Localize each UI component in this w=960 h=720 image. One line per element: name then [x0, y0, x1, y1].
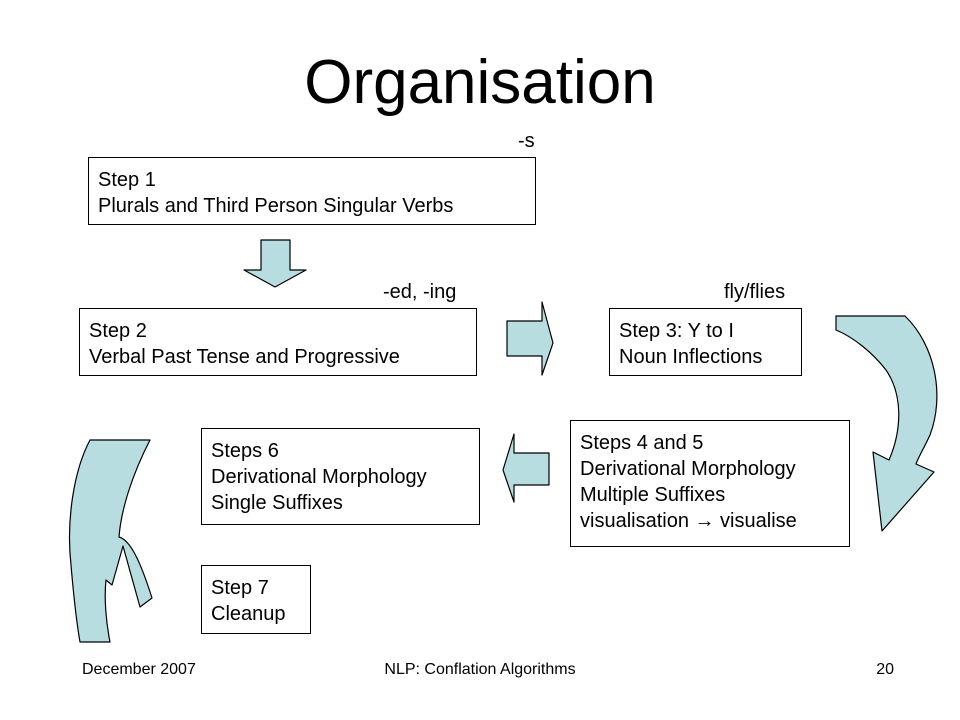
step45-heading: Steps 4 and 5 — [580, 432, 704, 454]
step1-heading: Step 1 — [98, 169, 156, 191]
step1-box: Step 1 Plurals and Third Person Singular… — [88, 157, 536, 225]
curved-arrow-step3-to-step45 — [835, 315, 938, 532]
step45-example: visualisation → visualise — [580, 510, 797, 532]
step45-description: Derivational Morphology — [580, 458, 796, 480]
step1-description: Plurals and Third Person Singular Verbs — [98, 195, 454, 217]
step7-description: Cleanup — [211, 603, 286, 625]
step7-heading: Step 7 — [211, 577, 269, 599]
footer-page-number: 20 — [876, 661, 894, 678]
down-arrow — [243, 239, 307, 288]
curved-arrow-step6-to-step7 — [68, 439, 153, 643]
step6-heading: Steps 6 — [211, 440, 279, 462]
step45-detail: Multiple Suffixes — [580, 484, 726, 506]
footer-date: December 2007 — [82, 661, 196, 678]
step45-box: Steps 4 and 5 Derivational Morphology Mu… — [570, 420, 850, 547]
left-arrow-step45-to-step6 — [502, 433, 550, 503]
step3-example-label: fly/flies — [724, 281, 786, 303]
step2-heading: Step 2 — [89, 320, 147, 342]
step3-heading: Step 3: Y to I — [619, 320, 734, 342]
step2-suffix-label: -ed, -ing — [383, 281, 457, 303]
step1-suffix-label: -s — [518, 130, 535, 152]
footer-course: NLP: Conflation Algorithms — [384, 661, 576, 678]
step6-description: Derivational Morphology — [211, 466, 427, 488]
step7-box: Step 7 Cleanup — [201, 565, 311, 634]
step2-description: Verbal Past Tense and Progressive — [89, 346, 400, 368]
slide-title: Organisation — [304, 48, 656, 117]
step6-box: Steps 6 Derivational Morphology Single S… — [201, 428, 480, 525]
step6-detail: Single Suffixes — [211, 492, 343, 514]
right-arrow-step2-to-step3 — [506, 301, 554, 376]
step2-box: Step 2 Verbal Past Tense and Progressive — [79, 308, 477, 376]
step3-description: Noun Inflections — [619, 346, 763, 368]
step3-box: Step 3: Y to I Noun Inflections — [609, 308, 802, 376]
